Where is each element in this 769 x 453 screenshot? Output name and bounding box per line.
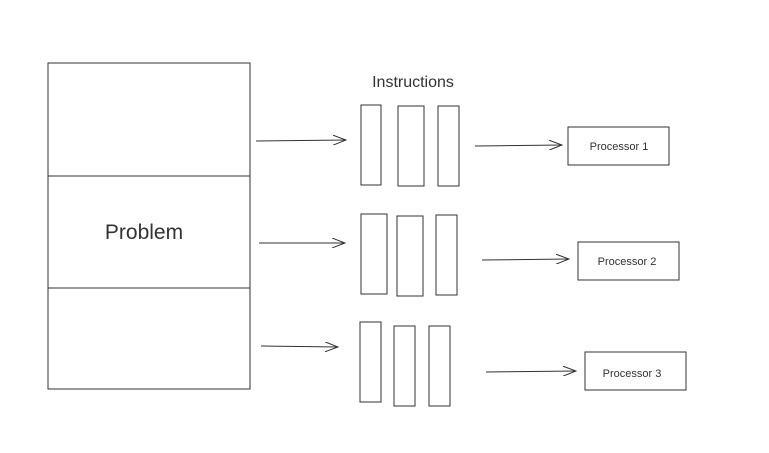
instructions-label: Instructions <box>372 74 454 91</box>
instruction-bar <box>396 215 424 297</box>
processor-3-box <box>584 351 687 391</box>
task-row-3: Processor 3 <box>260 321 687 407</box>
task-row-1: Processor 1 <box>255 104 670 187</box>
processor-3-label: Processor 3 <box>603 368 662 380</box>
instruction-bar <box>397 105 425 187</box>
problem-outer-box <box>47 62 251 390</box>
instruction-bar <box>435 214 458 296</box>
instruction-bar <box>360 104 382 186</box>
processor-2-box <box>577 241 680 281</box>
instruction-bar <box>360 213 388 295</box>
instruction-bar <box>428 325 451 407</box>
problem-block: Problem <box>47 62 251 390</box>
processor-2-label: Processor 2 <box>598 256 657 268</box>
problem-to-instructions-arrow-1 <box>255 140 346 141</box>
instructions-to-processor-arrow-3 <box>485 371 576 372</box>
task-row-2: Processor 2 <box>259 213 680 297</box>
problem-to-instructions-arrow-3 <box>260 346 338 347</box>
instructions-to-processor-arrow-2 <box>481 259 569 260</box>
problem-label: Problem <box>105 221 183 244</box>
instruction-bar <box>393 325 416 407</box>
instruction-bar <box>359 321 382 403</box>
instructions-to-processor-arrow-1 <box>474 145 562 146</box>
instruction-bar <box>437 105 460 187</box>
processor-1-label: Processor 1 <box>590 141 649 153</box>
processor-1-box <box>567 126 670 166</box>
